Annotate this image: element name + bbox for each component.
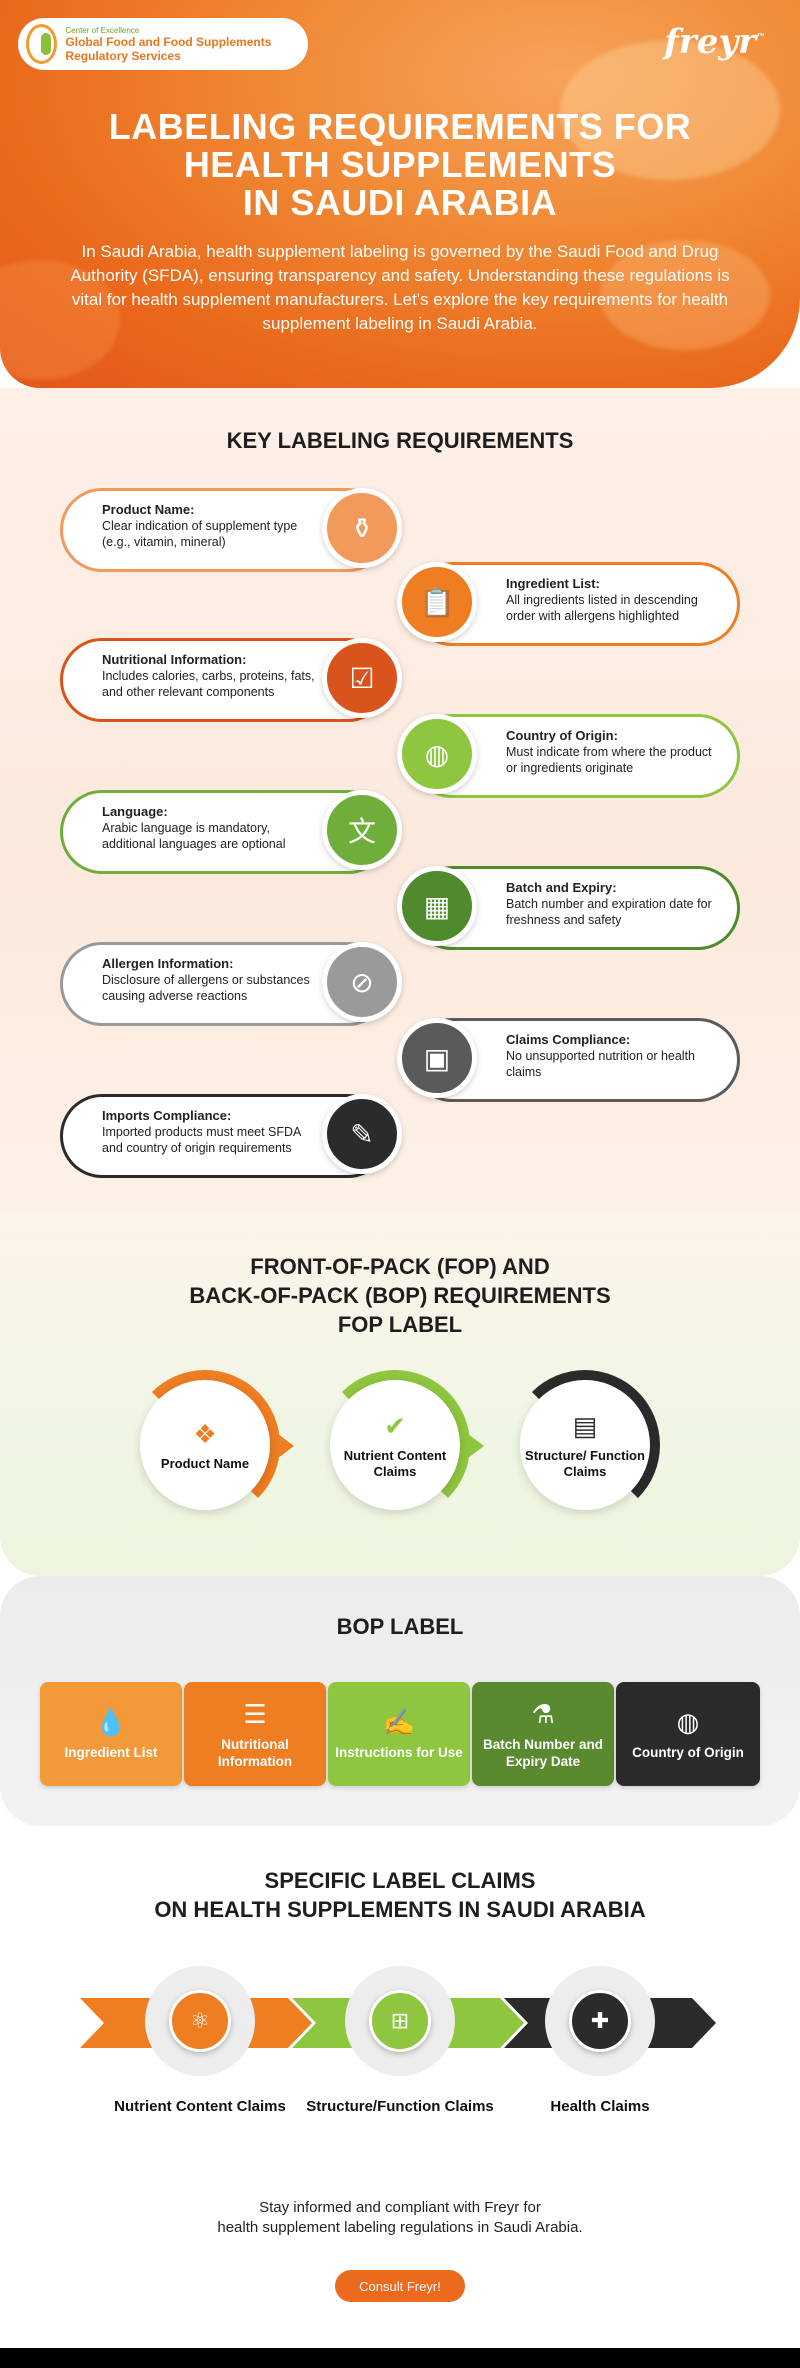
freyr-logo[interactable]: freyr™ [664,22,766,62]
fop-arrow [278,1434,294,1458]
hierarchy-icon: ⊞ [369,1990,431,2052]
no-allergen-icon: ⊘ [322,942,402,1022]
intro-paragraph: In Saudi Arabia, health supplement label… [70,242,730,333]
package-icon: ▣ [397,1018,477,1098]
bop-item-ingredient-list: 💧 Ingredient List [40,1682,182,1786]
document-gear-icon: ▤ [572,1410,598,1441]
consult-freyr-button[interactable]: Consult Freyr! [335,2270,465,2302]
bop-item-instructions-for-use: ✍ Instructions for Use [328,1682,470,1786]
bop-item-nutritional-information: ☰ Nutritional Information [184,1682,326,1786]
document-stamp-icon: ✎ [322,1094,402,1174]
claim-label-structure-function: Structure/Function Claims [306,2098,494,2115]
key-requirements-title: KEY LABELING REQUIREMENTS [226,428,574,453]
fop-title: FRONT-OF-PACK (FOP) AND BACK-OF-PACK (BO… [189,1254,611,1337]
apple-check-icon: ✔ [384,1410,406,1441]
globe-icon: ◍ [397,714,477,794]
calendar-warning-icon: ▦ [397,866,477,946]
translate-icon: 文 [322,790,402,870]
bottle-icon: ⚱ [322,488,402,568]
page-title: LABELING REQUIREMENTS FOR HEALTH SUPPLEM… [108,106,692,223]
fop-arrow [468,1434,484,1458]
bottom-bar [0,2348,800,2368]
bop-item-batch-number-expiry: ⚗ Batch Number and Expiry Date [472,1682,614,1786]
key-requirements-section: KEY LABELING REQUIREMENTS Product Name:C… [0,388,800,1210]
fop-item-product-name: ❖ Product Name [130,1370,280,1520]
instructions-icon: ✍ [382,1707,416,1737]
hero-banner: Center of Excellence Global Food and Foo… [0,0,800,388]
claim-label-nutrient-content: Nutrient Content Claims [114,2098,286,2115]
fop-section: FRONT-OF-PACK (FOP) AND BACK-OF-PACK (BO… [0,1210,800,1576]
badge-small-text: Center of Excellence [65,25,140,35]
bottle-label-icon: ⚗ [531,1698,555,1729]
clipboard-warning-icon: 📋 [397,562,477,642]
box-icon: ❖ [193,1418,217,1449]
footer-text: Stay informed and compliant with Freyr f… [217,2199,583,2236]
badge-title: Global Food and Food Supplements Regulat… [65,34,272,63]
bop-item-country-of-origin: ◍ Country of Origin [616,1682,760,1786]
molecule-icon: ⚛ [169,1990,231,2052]
claims-title: SPECIFIC LABEL CLAIMS ON HEALTH SUPPLEME… [154,1868,646,1922]
medical-doc-icon: ✚ [569,1990,631,2052]
bop-section: BOP LABEL 💧 Ingredient List ☰ Nutritiona… [0,1576,800,1826]
globe-icon: ◍ [676,1707,700,1737]
fop-item-structure-function-claims: ▤ Structure/ Function Claims [510,1370,660,1520]
coe-badge: Center of Excellence Global Food and Foo… [18,18,308,70]
checklist-icon: ☑ [322,638,402,718]
fop-item-nutrient-content-claims: ✔ Nutrient Content Claims [320,1370,470,1520]
drops-icon: 💧 [94,1707,128,1737]
bop-title: BOP LABEL [336,1614,464,1639]
req-ingredient-list: Ingredient List:All ingredients listed i… [410,562,740,646]
claims-section: SPECIFIC LABEL CLAIMS ON HEALTH SUPPLEME… [0,1826,800,2178]
coe-logo-icon [26,24,58,64]
paper-list-icon: ☰ [243,1698,267,1729]
claim-label-health: Health Claims [550,2098,650,2115]
